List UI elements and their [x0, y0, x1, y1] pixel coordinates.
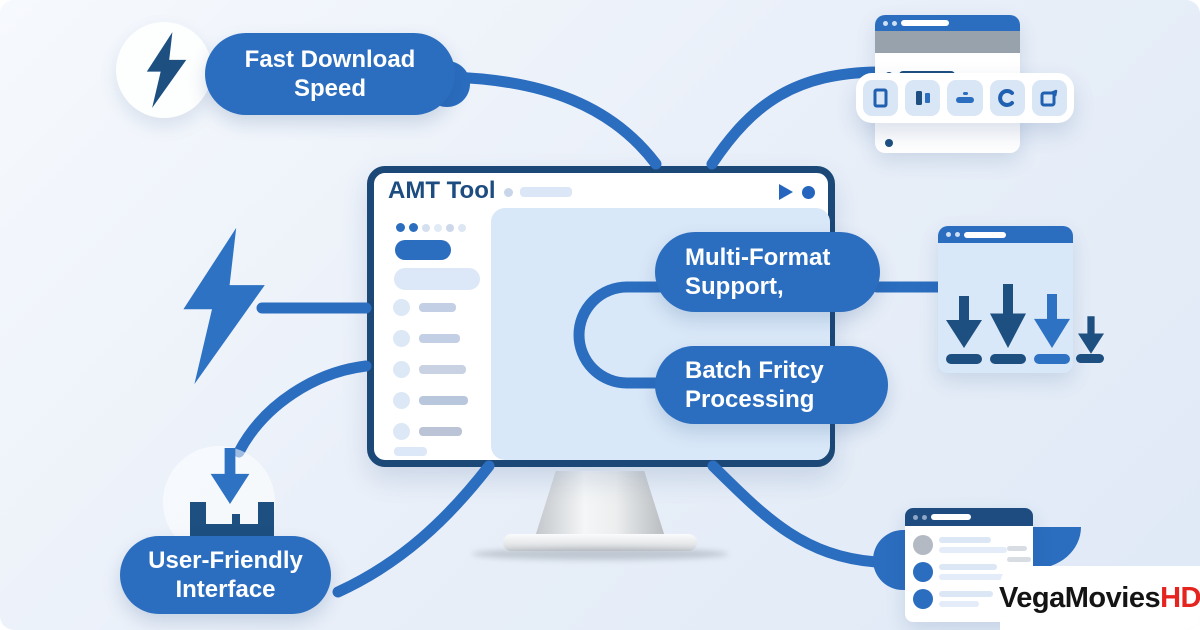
list-bar — [939, 574, 1005, 580]
window-dot — [883, 20, 888, 26]
pill-batch-processing-line2: Processing — [685, 386, 815, 413]
download-arrow-icon — [1078, 316, 1104, 354]
window-dot — [946, 232, 951, 237]
sidebar-dot — [446, 224, 454, 232]
list-side-bar — [1007, 546, 1027, 551]
list-item-avatar — [393, 330, 410, 347]
lightning-bolt-icon — [146, 32, 187, 108]
sidebar-dot — [458, 224, 466, 232]
monitor-stand-base — [503, 534, 697, 551]
sidebar-dot — [422, 224, 430, 232]
pill-fast-download: Fast Download Speed — [205, 33, 455, 115]
download-tray-bar — [1076, 354, 1104, 363]
download-arrow-icon — [1034, 294, 1070, 348]
record-dot-icon[interactable] — [802, 186, 815, 199]
lightning-bolt-icon — [183, 227, 265, 385]
window-title-bar — [964, 231, 1006, 238]
watermark-logo-black: VegaMovies — [999, 581, 1161, 614]
monitor-stand-shadow — [472, 548, 728, 560]
format-toolbar — [856, 73, 1074, 123]
list-bar — [939, 537, 991, 543]
download-panel-header — [938, 226, 1073, 243]
list-item-bar — [419, 427, 462, 436]
titlebar-placeholder-bar — [520, 187, 572, 197]
download-arrow-icon — [210, 448, 250, 504]
sidebar-dot — [434, 224, 442, 232]
monitor-window: AMT Tool — [367, 166, 835, 467]
monitor-stand-neck — [535, 471, 665, 537]
sidebar-dot — [396, 223, 405, 232]
list-avatar — [913, 562, 933, 582]
download-arrow-icon — [990, 284, 1026, 348]
pill-batch-processing: Batch Fritcy Processing — [655, 346, 888, 424]
pill-user-friendly-line1: User-Friendly — [148, 546, 303, 574]
window-dot — [922, 514, 927, 520]
list-item-avatar — [393, 299, 410, 316]
pill-user-friendly: User-Friendly Interface — [120, 536, 331, 614]
list-side-bar — [1007, 557, 1031, 562]
bullet-dot — [885, 139, 893, 147]
columns-icon[interactable] — [905, 80, 941, 116]
list-item-bar — [419, 396, 468, 405]
download-tray-bar — [946, 354, 982, 364]
download-panel-card — [938, 226, 1073, 373]
pill-multi-format-line1: Multi-Format — [685, 243, 831, 271]
pill-batch-processing-line1: Batch Fritcy — [685, 356, 824, 384]
window-dot — [913, 514, 918, 520]
pill-fast-download-label: Fast Download Speed — [244, 45, 416, 102]
list-avatar — [913, 535, 933, 555]
list-bar — [939, 591, 993, 597]
list-item-bar — [419, 365, 466, 374]
download-arrow-icon — [946, 296, 982, 348]
list-avatar — [913, 589, 933, 609]
browser-card-header — [875, 15, 1020, 31]
sidebar-footer-bar — [394, 447, 427, 456]
list-bar — [939, 601, 979, 607]
page-icon[interactable] — [863, 80, 899, 116]
sidebar-list-item[interactable] — [393, 423, 462, 440]
download-tray-icon — [190, 502, 274, 538]
list-card-header — [905, 508, 1033, 526]
list-bar — [939, 564, 997, 570]
watermark-logo-red: HD — [1160, 581, 1200, 614]
pill-multi-format: Multi-Format Support, — [655, 232, 880, 312]
clipboard-arrow-icon[interactable] — [1031, 80, 1068, 116]
pill-user-friendly-line2: Interface — [175, 576, 276, 603]
sidebar-active-item[interactable] — [395, 240, 451, 260]
titlebar-dot — [504, 188, 513, 197]
refresh-icon[interactable] — [989, 80, 1025, 116]
bar-icon[interactable] — [947, 80, 983, 116]
list-item-avatar — [393, 423, 410, 440]
watermark-logo: VegaMoviesHD — [999, 582, 1200, 615]
sidebar-dot — [409, 223, 418, 232]
sidebar-list-item[interactable] — [393, 330, 460, 347]
list-item-bar — [419, 303, 456, 312]
list-bar — [939, 547, 1007, 553]
list-item-avatar — [393, 361, 410, 378]
sidebar-list-item[interactable] — [393, 361, 466, 378]
sidebar-list-item[interactable] — [393, 299, 456, 316]
sidebar-list-item[interactable] — [393, 392, 468, 409]
browser-banner — [875, 31, 1020, 53]
watermark-strip: VegaMoviesHD — [999, 566, 1200, 630]
download-tray-bar — [1034, 354, 1070, 364]
window-dot — [892, 20, 897, 26]
list-item-bar — [419, 334, 460, 343]
sidebar-item-pill[interactable] — [394, 268, 480, 290]
pill-multi-format-line2: Support, — [685, 273, 784, 300]
list-item-avatar — [393, 392, 410, 409]
window-title-bar — [931, 514, 971, 520]
download-tray-bar — [990, 354, 1026, 364]
window-title-bar — [901, 20, 949, 26]
window-dot — [955, 232, 960, 237]
app-title: AMT Tool — [388, 177, 496, 204]
play-icon[interactable] — [779, 184, 793, 200]
